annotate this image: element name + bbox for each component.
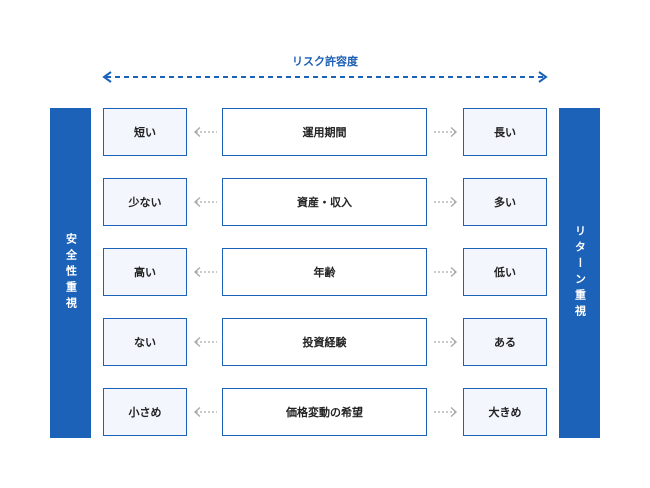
arrow-left-icon	[193, 406, 217, 418]
factor-row-age: 高い 年齢 低い	[0, 248, 650, 298]
right-value-box: 長い	[463, 108, 547, 156]
risk-tolerance-label: リスク許容度	[292, 55, 358, 68]
left-value-box: 短い	[103, 108, 187, 156]
return-focus-label: リターン重視	[573, 225, 587, 321]
left-value-box: 小さめ	[103, 388, 187, 436]
arrow-left-icon	[193, 126, 217, 138]
left-value-box: ない	[103, 318, 187, 366]
arrow-left-icon	[193, 266, 217, 278]
return-focus-bar: リターン重視	[559, 108, 600, 438]
left-value-box: 少ない	[103, 178, 187, 226]
arrow-right-icon	[434, 406, 458, 418]
factor-box: 年齢	[222, 248, 427, 296]
factor-row-period: 短い 運用期間 長い	[0, 108, 650, 158]
arrow-right-icon	[434, 266, 458, 278]
right-value-box: 大きめ	[463, 388, 547, 436]
factor-box: 価格変動の希望	[222, 388, 427, 436]
arrow-left-icon	[193, 196, 217, 208]
arrow-right-icon	[434, 126, 458, 138]
safety-focus-label: 安全性重視	[64, 233, 78, 313]
arrow-right-icon	[434, 196, 458, 208]
right-value-box: ある	[463, 318, 547, 366]
left-value-box: 高い	[103, 248, 187, 296]
double-headed-arrow-icon	[102, 71, 548, 83]
right-value-box: 低い	[463, 248, 547, 296]
factor-box: 投資経験	[222, 318, 427, 366]
arrow-right-icon	[434, 336, 458, 348]
factor-row-experience: ない 投資経験 ある	[0, 318, 650, 368]
arrow-left-icon	[193, 336, 217, 348]
factor-row-assets: 少ない 資産・収入 多い	[0, 178, 650, 228]
factor-box: 運用期間	[222, 108, 427, 156]
safety-focus-bar: 安全性重視	[50, 108, 91, 438]
factor-box: 資産・収入	[222, 178, 427, 226]
right-value-box: 多い	[463, 178, 547, 226]
factor-row-volatility: 小さめ 価格変動の希望 大きめ	[0, 388, 650, 438]
